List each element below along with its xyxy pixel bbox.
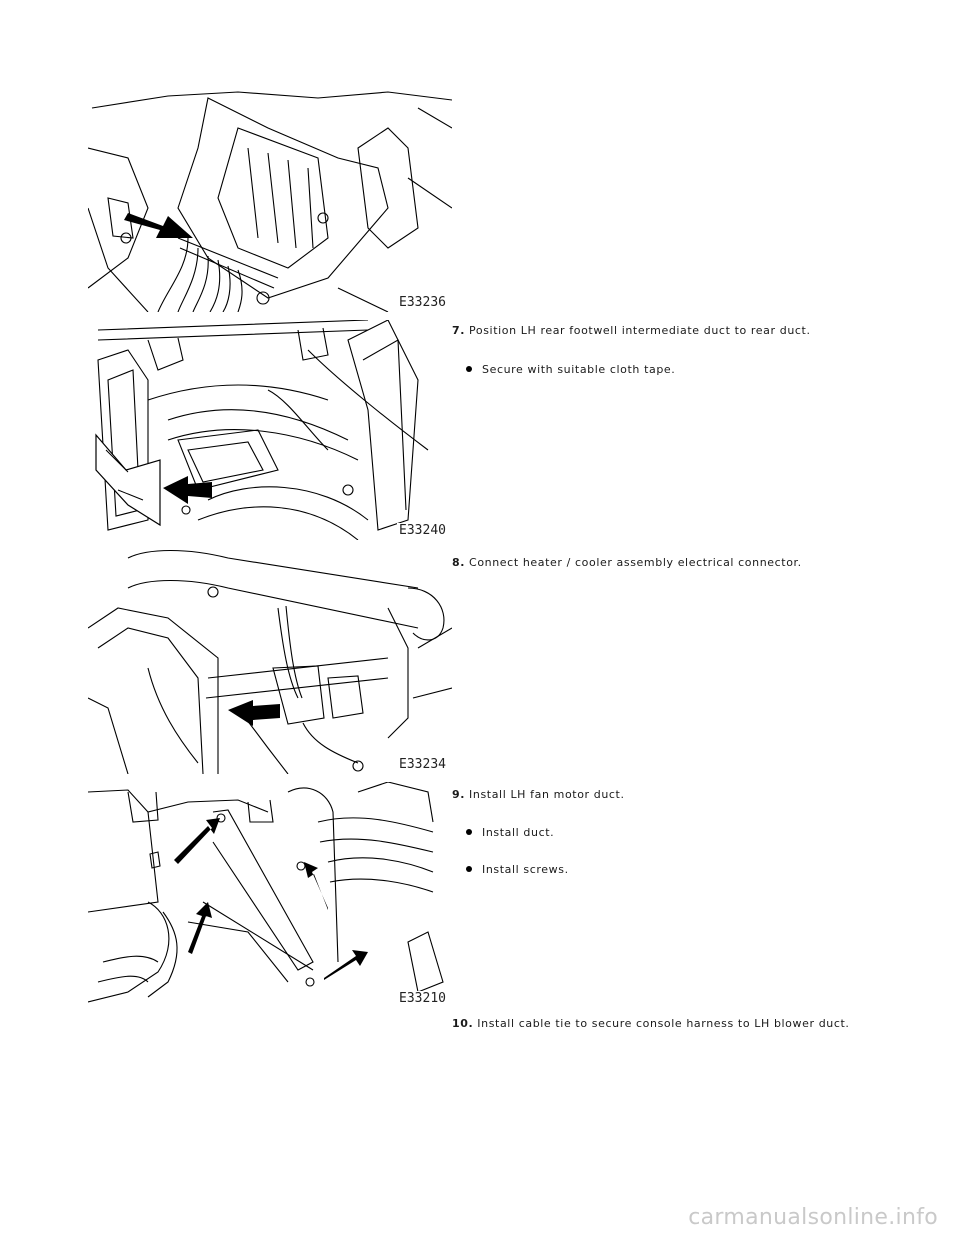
illustration-module-connector [88,91,452,312]
bullet-text: Install duct. [482,826,555,839]
illustration-electrical-connector [88,550,452,774]
figure-e33234: E33234 [88,548,452,774]
step-text: Connect heater / cooler assembly electri… [469,556,802,569]
step-text: Install cable tie to secure console harn… [477,1017,850,1030]
step-number: 7. [452,324,466,337]
bullet-dot-icon [466,366,472,372]
step-number: 9. [452,788,466,801]
bullet-text: Install screws. [482,863,569,876]
figure-code: E33240 [397,523,448,538]
bullet-dot-icon [466,829,472,835]
step-9: 9.Install LH fan motor duct. [452,788,625,801]
step-text: Position LH rear footwell intermediate d… [469,324,811,337]
step-10: 10.Install cable tie to secure console h… [452,1017,850,1030]
step-7: 7.Position LH rear footwell intermediate… [452,324,811,337]
figure-code: E33236 [397,295,448,310]
bullet-text: Secure with suitable cloth tape. [482,363,676,376]
step-number: 8. [452,556,466,569]
step-9-bullet-1: Install duct. [466,826,554,839]
figure-code: E33210 [397,991,448,1006]
step-text: Install LH fan motor duct. [469,788,625,801]
illustration-fan-motor-duct [88,782,444,1003]
watermark: carmanualsonline.info [688,1205,938,1230]
figure-e33210: E33210 [88,782,452,1008]
bullet-dot-icon [466,866,472,872]
figure-e33236: E33236 [88,88,452,312]
step-number: 10. [452,1017,474,1030]
step-9-bullet-2: Install screws. [466,863,569,876]
illustration-footwell-duct [95,320,429,540]
step-8: 8.Connect heater / cooler assembly elect… [452,556,802,569]
figure-e33240: E33240 [88,320,452,540]
figure-code: E33234 [397,757,448,772]
step-7-bullet-1: Secure with suitable cloth tape. [466,363,675,376]
